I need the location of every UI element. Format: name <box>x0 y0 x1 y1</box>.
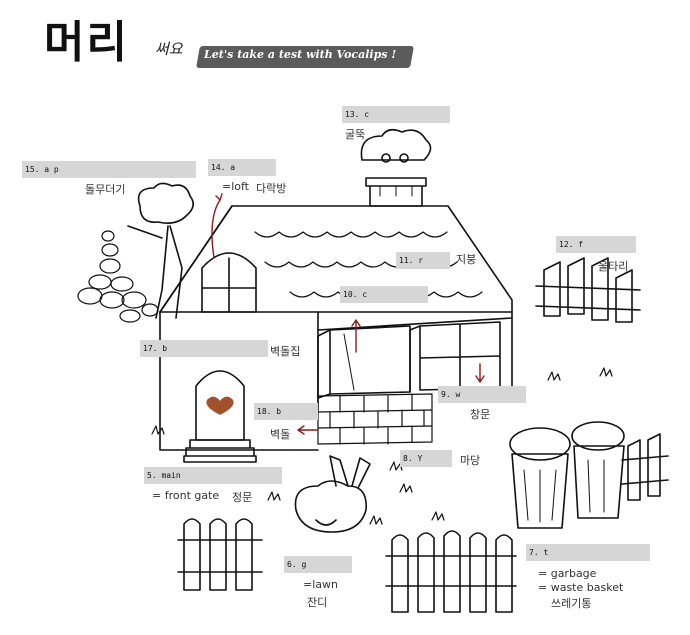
answer-box-9[interactable]: 9. w <box>438 386 526 403</box>
fence-bottom-middle <box>385 530 517 613</box>
hint-kr-8: 마당 <box>460 454 481 467</box>
page-title: 머리 <box>44 17 129 68</box>
left-character-head <box>137 182 194 224</box>
pointer-arrows <box>211 193 485 435</box>
hint-en-5: = front gate <box>152 489 220 502</box>
question-number: 17. b <box>143 344 168 353</box>
hint-en-14: =loft <box>222 180 249 193</box>
answer-box-5[interactable]: 5. main <box>144 467 282 484</box>
front-door <box>195 370 245 441</box>
answer-box-8[interactable]: 8. Y <box>400 450 452 467</box>
fence-top-right <box>535 257 641 323</box>
answer-box-13[interactable]: 13. c <box>342 106 450 123</box>
question-number: 6. g <box>287 560 307 569</box>
hint-kr-9: 창문 <box>470 408 491 421</box>
hint-kr-6: 잔디 <box>307 596 328 609</box>
attic-window <box>201 252 257 313</box>
hint-kr-12: 울타리 <box>598 260 629 273</box>
grass <box>151 367 613 525</box>
garbage-cans <box>509 421 625 529</box>
answer-box-18[interactable]: 18. b <box>254 403 318 420</box>
question-number: 5. main <box>147 471 181 480</box>
chimney-character <box>360 128 432 161</box>
hint-kr-18: 벽돌 <box>270 428 291 441</box>
question-number: 11. r <box>399 256 424 265</box>
side-window-left <box>329 325 411 395</box>
hint-kr-17: 벽돌집 <box>270 345 301 358</box>
side-window-right <box>419 321 501 391</box>
fence-bottom-left <box>177 518 263 591</box>
fence-bottom-right <box>621 433 669 501</box>
chimney <box>365 177 427 207</box>
question-number: 13. c <box>345 110 370 119</box>
question-number: 9. w <box>441 390 461 399</box>
hint-en-7b: = waste basket <box>538 581 624 594</box>
answer-box-17[interactable]: 17. b <box>140 340 268 357</box>
answer-box-6[interactable]: 6. g <box>284 556 352 573</box>
hint-kr-5: 정문 <box>232 491 253 504</box>
side-wall <box>317 317 513 401</box>
hint-kr-14: 다락방 <box>256 182 287 195</box>
question-number: 18. b <box>257 407 282 416</box>
question-number: 10. c <box>343 290 368 299</box>
hint-en-7a: = garbage <box>538 567 597 580</box>
question-number: 8. Y <box>403 454 423 463</box>
rock-pile <box>77 230 159 323</box>
question-number: 7. t <box>529 548 549 557</box>
brick-wall <box>317 393 433 445</box>
answer-box-15[interactable]: 15. a p <box>22 161 196 178</box>
question-number: 12. f <box>559 240 584 249</box>
rabbit-character <box>294 480 367 533</box>
answer-box-14[interactable]: 14. a <box>208 159 276 176</box>
question-number: 14. a <box>211 163 236 172</box>
answer-box-12[interactable]: 12. f <box>556 236 636 253</box>
hint-kr-7: 쓰레기통 <box>551 597 592 610</box>
hint-kr-13: 굴뚝 <box>345 128 366 141</box>
hint-kr-11: 지붕 <box>456 253 477 266</box>
answer-box-7[interactable]: 7. t <box>526 544 650 561</box>
answer-box-10[interactable]: 10. c <box>340 286 428 303</box>
hint-kr-15: 돌무더기 <box>85 183 126 196</box>
banner-text: Let's take a test with Vocalips ! <box>204 48 397 61</box>
page-subtitle: 써요 <box>155 40 183 58</box>
question-number: 15. a p <box>25 165 59 174</box>
answer-box-11[interactable]: 11. r <box>396 252 450 269</box>
hint-en-6: =lawn <box>303 578 338 591</box>
heart <box>206 396 234 415</box>
